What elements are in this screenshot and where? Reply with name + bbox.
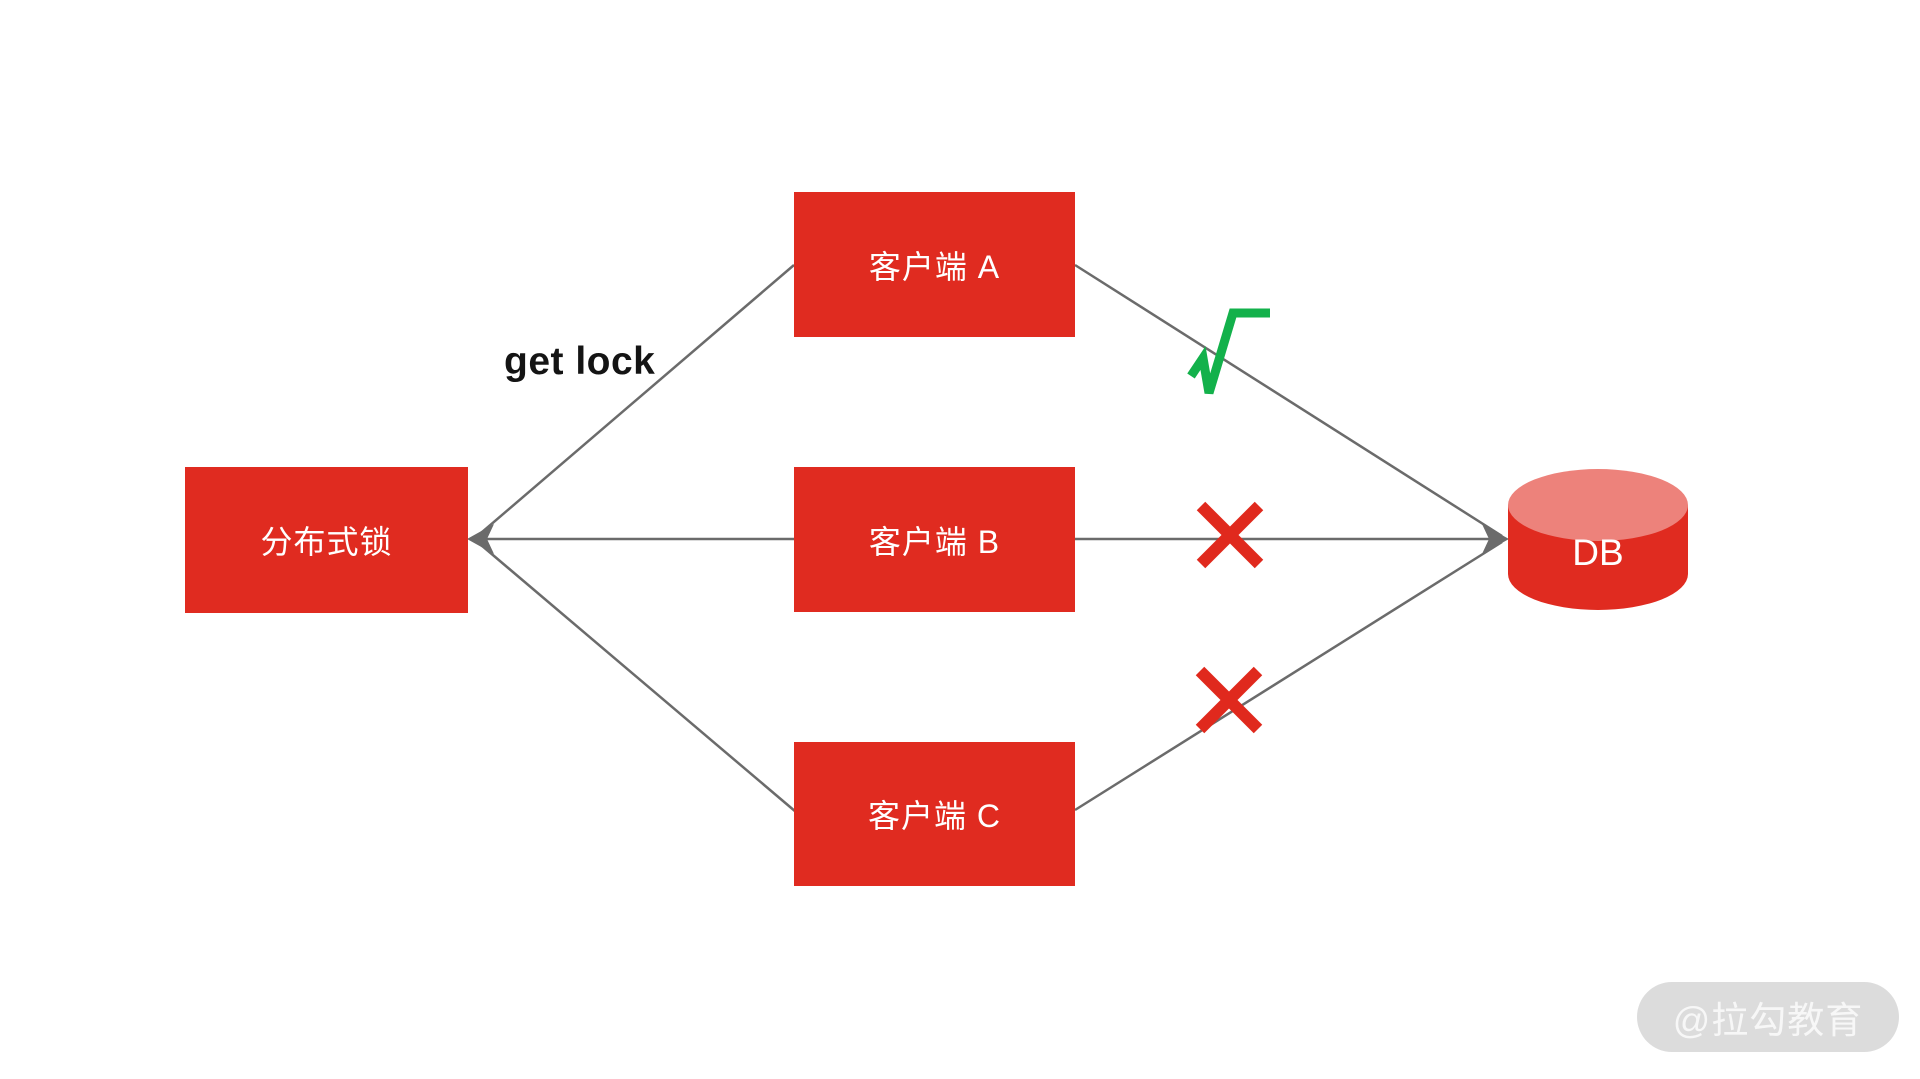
watermark-badge: @拉勾教育 <box>1637 982 1899 1052</box>
node-distributed-lock: 分布式锁 <box>185 467 468 613</box>
arrowhead-right-icon <box>1482 524 1509 554</box>
arrowhead-left-icon <box>467 524 494 554</box>
node-client-c-label: 客户端 C <box>867 798 1001 834</box>
node-client-c: 客户端 C <box>794 742 1075 886</box>
edge-lock-client-a <box>473 264 795 540</box>
db-cylinder-top <box>1508 469 1688 541</box>
edge-client-c-db <box>1074 540 1503 812</box>
node-distributed-lock-label: 分布式锁 <box>260 524 393 560</box>
node-db-label: DB <box>1572 532 1624 573</box>
edge-lock-client-c <box>473 538 797 813</box>
edge-client-a-db <box>1074 263 1503 538</box>
fail-cross-icon-b <box>1196 501 1264 569</box>
success-check-icon <box>1187 308 1270 395</box>
node-client-b-label: 客户端 B <box>868 523 1001 560</box>
node-client-b: 客户端 B <box>794 467 1075 612</box>
fail-cross-icon-c <box>1195 666 1263 734</box>
node-client-a-label: 客户端 A <box>868 248 1001 285</box>
node-client-a: 客户端 A <box>794 192 1075 337</box>
get-lock-edge-label: get lock <box>504 340 656 383</box>
watermark-text: @拉勾教育 <box>1672 1000 1864 1041</box>
db-cylinder <box>1508 469 1688 610</box>
